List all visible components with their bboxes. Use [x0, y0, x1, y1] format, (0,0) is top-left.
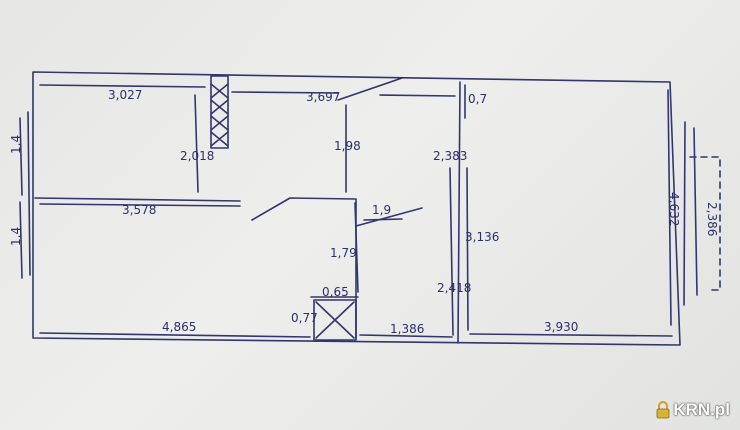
dim-arrow: [231, 91, 339, 94]
dim-arrow: [194, 94, 199, 193]
dim-arrow: [469, 333, 673, 337]
dim-door-width: 1,9: [372, 203, 391, 217]
dim-right-lower: 2,418: [437, 281, 471, 295]
door-line: [355, 207, 423, 227]
dim-top-right-gap: 0,7: [468, 92, 487, 106]
dim-arrow: [39, 84, 206, 88]
right-room-wall: [457, 81, 461, 344]
outer-wall: [32, 71, 681, 346]
dim-center-height: 1,98: [334, 139, 361, 153]
dim-left-wall-upper: 1,4: [9, 135, 23, 154]
dim-arrow: [39, 332, 311, 338]
right-wall-window: [683, 121, 686, 306]
dim-left-room-height: 2,018: [180, 149, 214, 163]
dim-bottom-left: 4,865: [162, 320, 196, 334]
dim-bottom-right: 3,930: [544, 320, 578, 334]
dim-top-center: 3,697: [306, 90, 340, 104]
dim-arrow: [379, 94, 456, 97]
dim-arrow: [693, 127, 698, 296]
dim-right-mid: 3,136: [465, 230, 499, 244]
dim-arrow: [39, 203, 241, 207]
chimney: [210, 75, 229, 149]
dim-arrow: [19, 201, 23, 279]
dim-arrow: [359, 334, 453, 338]
dim-right-upper: 2,383: [433, 149, 467, 163]
dim-window-height: 2,386: [705, 202, 719, 236]
dim-arrow: [466, 167, 469, 331]
dim-right-wall-total: 4,632: [667, 192, 681, 226]
dim-arrow: [19, 117, 23, 196]
watermark: KRN.pl: [656, 400, 730, 420]
balcony-dashed: [689, 156, 723, 291]
dim-arrow: [449, 167, 454, 336]
vent-shaft: [313, 299, 357, 341]
chimney-hatch: [210, 83, 229, 147]
center-room-wall: [251, 197, 357, 339]
vent-shaft-cross: [315, 301, 355, 339]
dim-arrow: [363, 218, 403, 221]
dim-arrow: [667, 89, 672, 326]
left-room-wall: [34, 197, 241, 202]
dim-top-left-room: 3,027: [108, 88, 142, 102]
dim-shaft-height: 0,77: [291, 311, 318, 325]
watermark-text: KRN.pl: [673, 400, 730, 419]
dim-bottom-mid: 1,386: [390, 322, 424, 336]
lock-icon: [656, 401, 670, 419]
left-wall-window: [27, 111, 31, 276]
dim-arrow: [354, 202, 359, 293]
dim-left-room-width: 3,578: [122, 203, 156, 217]
dim-bath-height: 1,79: [330, 246, 357, 260]
dim-left-wall-lower: 1,4: [9, 227, 23, 246]
door-top: [337, 77, 403, 101]
dim-shaft-width: 0,65: [322, 285, 349, 299]
